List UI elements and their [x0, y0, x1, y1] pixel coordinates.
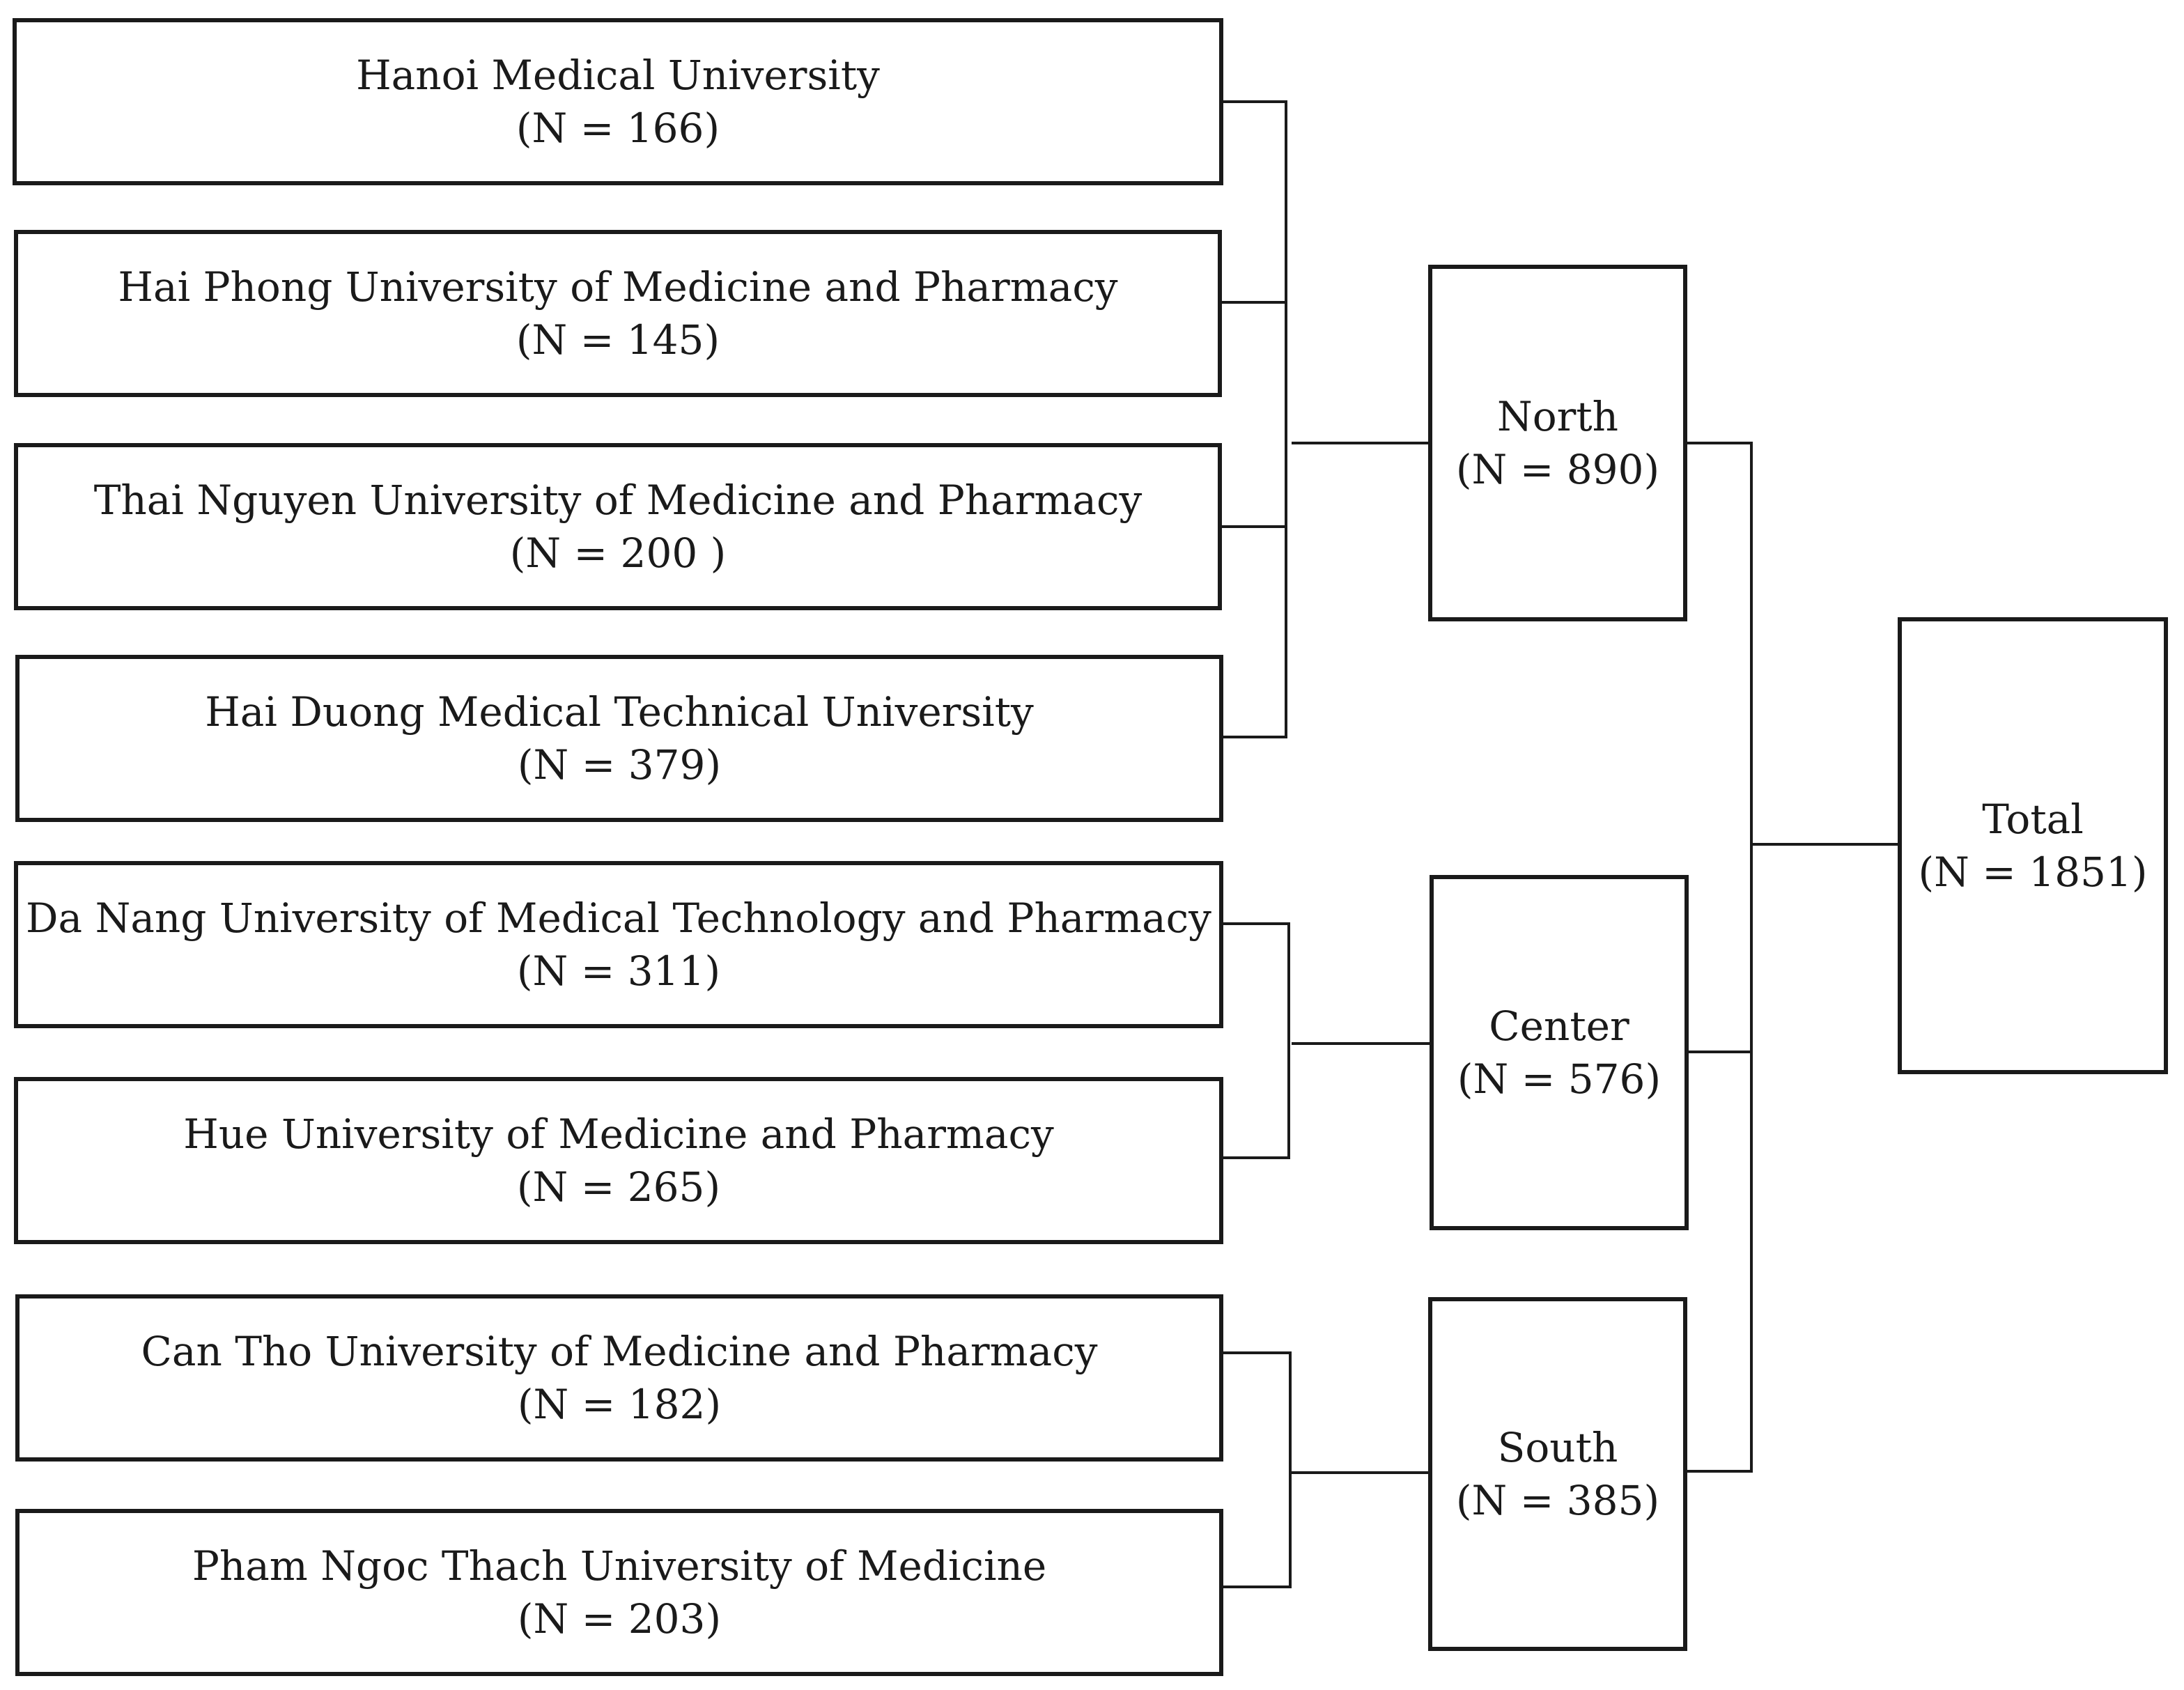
region-box-south: South (N = 385)	[1428, 1297, 1687, 1651]
university-box-phamngocthach: Pham Ngoc Thach University of Medicine (…	[15, 1509, 1223, 1676]
university-name: Hanoi Medical University	[356, 52, 880, 99]
university-count: (N = 379)	[517, 741, 722, 789]
region-box-center: Center (N = 576)	[1430, 875, 1689, 1230]
university-count: (N = 311)	[516, 947, 721, 995]
university-box-thainguyen: Thai Nguyen University of Medicine and P…	[14, 443, 1222, 610]
university-count: (N = 145)	[516, 316, 720, 364]
university-name: Hai Duong Medical Technical University	[205, 688, 1034, 736]
university-name: Hai Phong University of Medicine and Pha…	[118, 263, 1118, 311]
university-box-hanoi: Hanoi Medical University (N = 166)	[13, 18, 1223, 185]
region-count: (N = 576)	[1457, 1055, 1662, 1103]
university-count: (N = 200 )	[509, 529, 727, 577]
university-box-hue: Hue University of Medicine and Pharmacy …	[14, 1077, 1223, 1244]
region-count: (N = 890)	[1455, 446, 1660, 493]
region-name: Center	[1489, 1002, 1629, 1050]
university-box-cantho: Can Tho University of Medicine and Pharm…	[15, 1294, 1223, 1462]
total-box: Total (N = 1851)	[1898, 617, 2168, 1074]
total-name: Total	[1982, 796, 2084, 843]
region-name: North	[1496, 393, 1619, 440]
university-count: (N = 265)	[516, 1163, 721, 1211]
region-count: (N = 385)	[1455, 1477, 1660, 1524]
total-count: (N = 1851)	[1918, 848, 2148, 896]
region-box-north: North (N = 890)	[1428, 265, 1687, 621]
region-name: South	[1497, 1424, 1618, 1471]
university-box-haiphong: Hai Phong University of Medicine and Pha…	[14, 230, 1222, 397]
university-name: Hue University of Medicine and Pharmacy	[183, 1110, 1054, 1158]
university-box-danang: Da Nang University of Medical Technology…	[14, 861, 1223, 1028]
university-name: Pham Ngoc Thach University of Medicine	[192, 1542, 1047, 1590]
university-count: (N = 166)	[516, 104, 720, 152]
university-count: (N = 203)	[517, 1595, 722, 1643]
university-name: Can Tho University of Medicine and Pharm…	[141, 1328, 1098, 1375]
university-name: Da Nang University of Medical Technology…	[26, 894, 1211, 942]
university-count: (N = 182)	[517, 1381, 722, 1428]
university-box-haiduong: Hai Duong Medical Technical University (…	[15, 655, 1223, 822]
university-name: Thai Nguyen University of Medicine and P…	[93, 476, 1143, 524]
